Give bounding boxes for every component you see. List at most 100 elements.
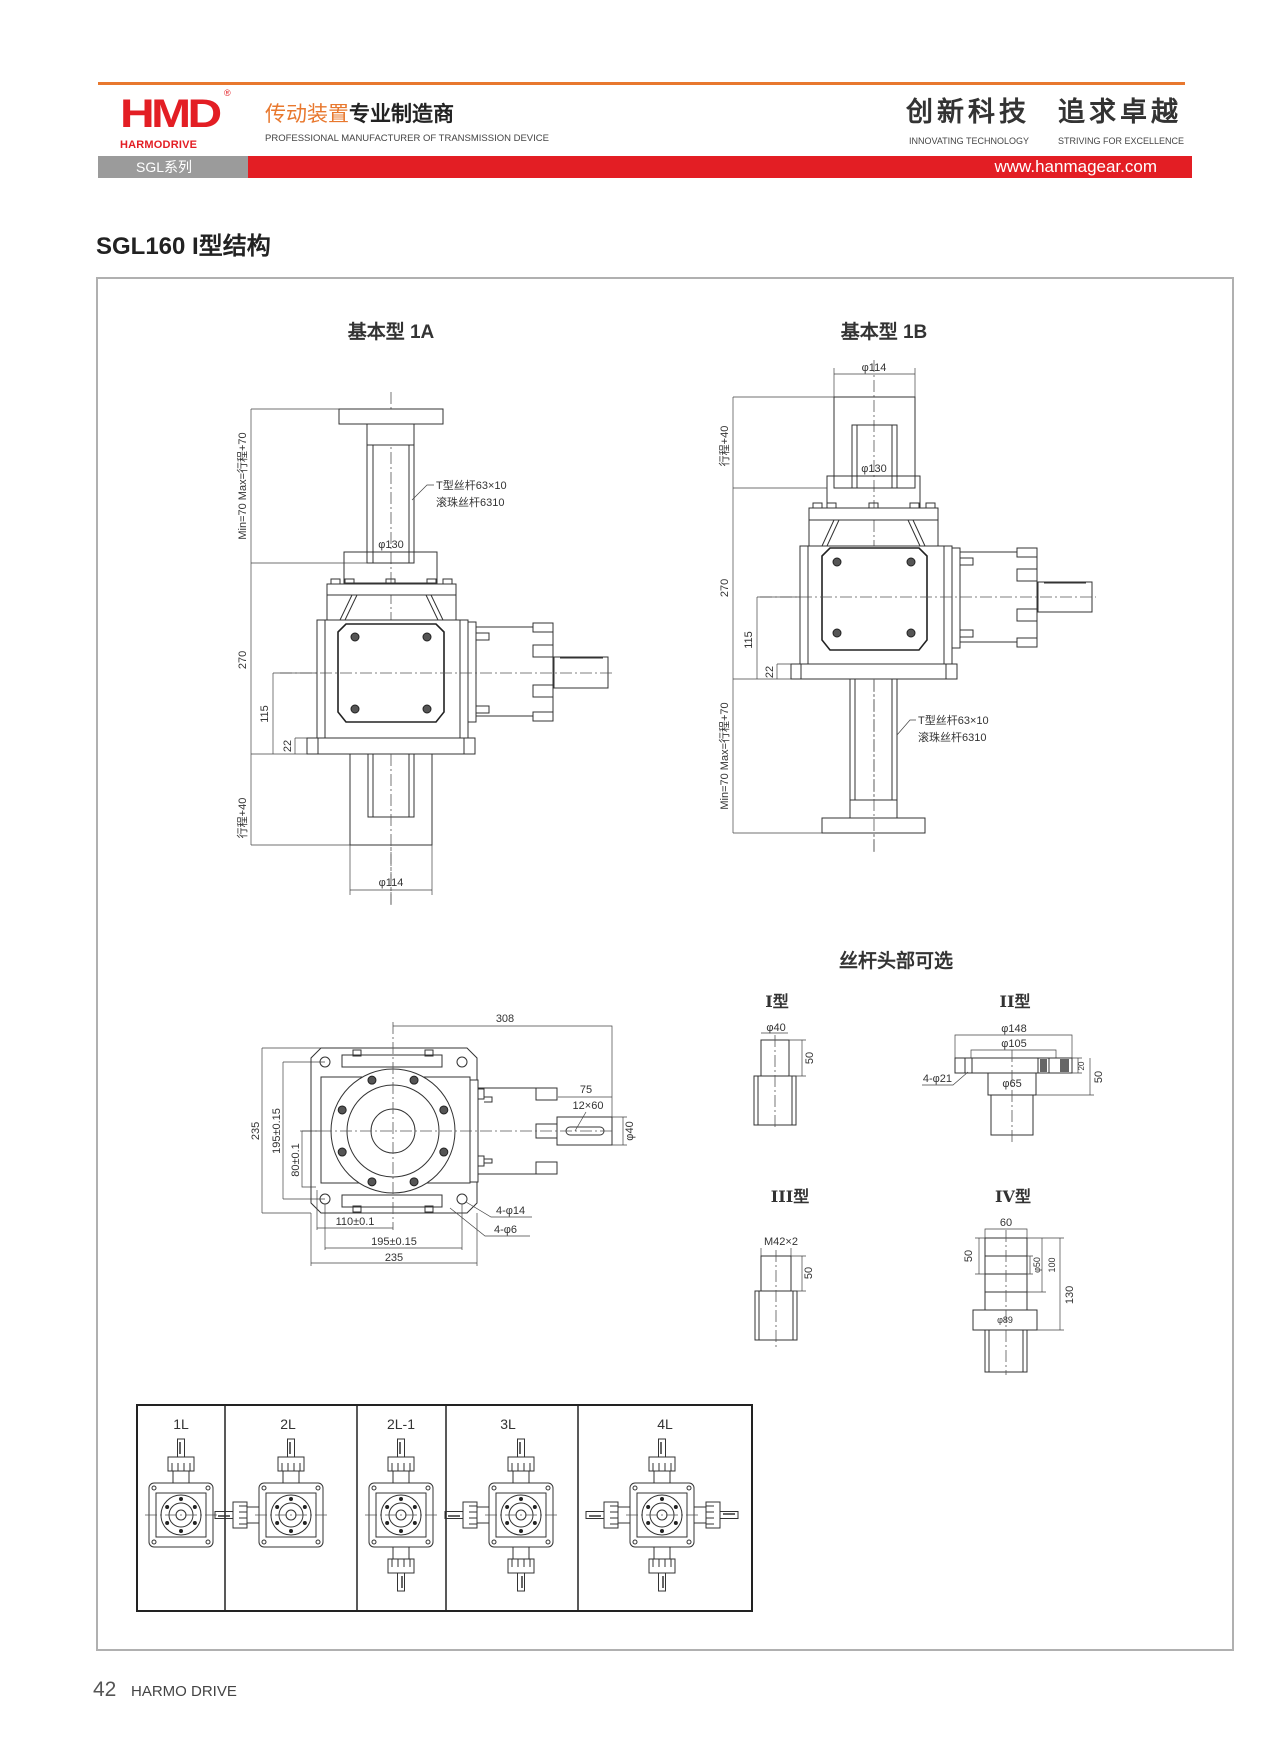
housing-neck (282, 1471, 300, 1483)
dim-stroke-40: 行程+40 (718, 426, 731, 467)
logo-name: HARMODRIVE (120, 139, 198, 151)
layout-2l-label: 2L (280, 1416, 296, 1432)
drawing-frame (96, 277, 1234, 1651)
housing-neck (694, 1506, 706, 1524)
housing-neck (653, 1471, 671, 1483)
housing-ribs (171, 1463, 191, 1471)
flange-bolt (660, 1529, 664, 1533)
dim-22: 22 (282, 740, 294, 752)
flange-bolt (409, 1075, 419, 1085)
tagline-orange: 传动装置 (265, 103, 349, 126)
footer-brand: HARMO DRIVE (131, 1683, 237, 1700)
housing-ribs (239, 1505, 247, 1525)
shaft (517, 1572, 525, 1592)
header-orange-rule (98, 82, 1185, 85)
type4-d89: φ89 (997, 1315, 1013, 1325)
type2-length: 50 (1093, 1071, 1105, 1083)
dim-min-max-range: Min=70 Max=行程+70 (236, 432, 249, 539)
flange-bolt (646, 1505, 651, 1509)
tagline-black: 专业制造商 (349, 103, 454, 126)
flange-bolt (289, 1529, 293, 1533)
dim-235-vertical: 235 (250, 1122, 262, 1140)
mounting-hole (491, 1539, 497, 1545)
input-shaft-left (444, 1501, 489, 1529)
dim-phi40: φ40 (624, 1121, 636, 1140)
input-shaft-down (507, 1547, 535, 1592)
shaft (444, 1511, 464, 1519)
type2-d148: φ148 (1001, 1023, 1027, 1035)
flange-bolt (385, 1505, 390, 1509)
flange-bolt (505, 1505, 510, 1509)
screw-head-options: 丝杆头部可选 I型 φ40 50 II型 φ148 φ105 φ65 4-φ21… (753, 949, 1105, 1375)
type4-length-130: 130 (1064, 1286, 1076, 1304)
tagline: 传动装置专业制造商 (265, 102, 454, 128)
shaft (719, 1511, 739, 1519)
layout-diagram-2l (214, 1438, 327, 1548)
logo-mark: HMD (120, 92, 222, 136)
holes-phi14: 4-φ14 (496, 1205, 525, 1217)
type2-holes: 4-φ21 (923, 1073, 952, 1085)
leader-t-screw: T型丝杆63×10 (918, 713, 989, 727)
dim-110: 110±0.1 (336, 1216, 375, 1228)
mounting-hole (545, 1539, 551, 1545)
type2-thickness: 20 (1077, 1061, 1086, 1070)
flange-bolt (532, 1505, 537, 1509)
mounting-hole (205, 1539, 211, 1545)
input-shaft-down (387, 1547, 415, 1592)
input-shaft-left (585, 1501, 630, 1529)
type4-length-50: 50 (963, 1250, 975, 1262)
flange-bolt (399, 1529, 403, 1533)
layout-table: 1L 2L 2L-1 3L 4L (136, 1404, 753, 1612)
layout-diagram-2l-1 (365, 1438, 437, 1592)
flange-bolt (179, 1497, 183, 1501)
slogan-innovating: 创新科技 (906, 97, 1030, 128)
type3-label: III型 (771, 1187, 809, 1206)
housing-ribs (652, 1463, 672, 1471)
flange-bolt (505, 1521, 510, 1525)
series-label: SGL系列 (98, 156, 248, 178)
flange-bolt (409, 1177, 419, 1187)
flange-bolt (192, 1505, 197, 1509)
flange-bolt (289, 1497, 293, 1501)
housing-ribs (391, 1463, 411, 1471)
mounting-hole (686, 1539, 692, 1545)
dim-235-horizontal: 235 (385, 1252, 403, 1264)
housing-ribs (706, 1505, 714, 1525)
housing-neck (172, 1471, 190, 1483)
slogan-innovating-en: INNOVATING TECHNOLOGY (909, 136, 1030, 146)
leader-ball-screw: 滚珠丝杆6310 (436, 495, 504, 509)
flange-bolt (412, 1521, 417, 1525)
mounting-hole (491, 1485, 497, 1491)
page-title: SGL160 I型结构 (96, 233, 271, 260)
input-shaft-right (694, 1501, 739, 1529)
flange-bolt (412, 1505, 417, 1509)
type4-label: IV型 (995, 1187, 1031, 1206)
type4-width-60: 60 (1000, 1217, 1012, 1229)
tagline-english: PROFESSIONAL MANUFACTURER OF TRANSMISSIO… (265, 133, 549, 144)
type3-thread: M42×2 (764, 1236, 798, 1248)
housing-ribs (511, 1463, 531, 1471)
screw-head-title: 丝杆头部可选 (839, 949, 953, 972)
mounting-hole (545, 1485, 551, 1491)
mounting-hole (425, 1539, 431, 1545)
flange-bolt (302, 1521, 307, 1525)
dim-195-vertical: 195±0.15 (271, 1108, 283, 1154)
flange-bolt (673, 1505, 678, 1509)
housing-ribs (281, 1463, 301, 1471)
type1-label: I型 (765, 992, 789, 1011)
type1-length: 50 (804, 1052, 816, 1064)
layout-diagram-3l (444, 1438, 557, 1592)
shaft (287, 1438, 295, 1458)
holes-phi6: 4-φ6 (494, 1224, 517, 1236)
shaft (397, 1572, 405, 1592)
shaft (585, 1511, 605, 1519)
dim-195-horizontal: 195±0.15 (371, 1236, 417, 1248)
dim-115: 115 (743, 631, 755, 649)
website-link[interactable]: www.hanmagear.com (994, 157, 1157, 176)
flange-bolt (302, 1505, 307, 1509)
leader-t-screw: T型丝杆63×10 (436, 478, 507, 492)
housing-neck (392, 1547, 410, 1559)
dim-270: 270 (719, 579, 731, 597)
slogan-striving: 追求卓越 (1058, 97, 1182, 128)
